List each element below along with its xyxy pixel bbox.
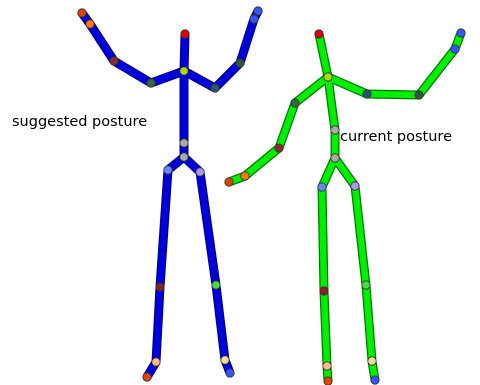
suggested-posture-figure bbox=[78, 7, 262, 381]
suggested-limb-knee_r-ankle_r bbox=[216, 285, 225, 360]
suggested-joint-elbow_r bbox=[236, 59, 244, 67]
current-joint-foot_l bbox=[324, 377, 332, 385]
current-joint-elbow_l bbox=[275, 144, 283, 152]
current-joint-hand_r bbox=[457, 29, 465, 37]
current-limb-shoulder_l-elbow_l bbox=[279, 103, 295, 148]
current-limb-shoulder_r-elbow_r bbox=[367, 94, 419, 95]
current-joint-mid bbox=[331, 126, 339, 134]
suggested-joint-head bbox=[181, 30, 189, 38]
suggested-joint-hand_l bbox=[78, 9, 86, 17]
current-posture-label: current posture bbox=[340, 130, 452, 145]
suggested-joint-hand_r bbox=[254, 7, 262, 15]
current-joint-foot_r bbox=[371, 376, 379, 384]
current-limb-pelvis-hip_r bbox=[335, 158, 355, 186]
current-joint-elbow_r bbox=[415, 91, 423, 99]
current-posture-figure bbox=[225, 29, 465, 385]
current-joint-hip_l bbox=[318, 183, 326, 191]
current-joint-hip_r bbox=[351, 182, 359, 190]
current-limb-elbow_r-wrist_r bbox=[419, 49, 455, 95]
suggested-limb-shoulder_r-elbow_r bbox=[215, 63, 240, 88]
suggested-joint-foot_l bbox=[143, 373, 151, 381]
current-limb-elbow_l-wrist_l bbox=[245, 148, 279, 176]
current-limb-head-neck bbox=[319, 34, 328, 77]
suggested-joint-knee_l bbox=[156, 283, 164, 291]
current-joint-head bbox=[315, 30, 323, 38]
suggested-limb-elbow_r-wrist_r bbox=[240, 19, 254, 63]
current-limb-hip_l-knee_l bbox=[322, 187, 324, 291]
suggested-limb-head-neck bbox=[184, 34, 185, 71]
current-joint-neck bbox=[324, 73, 332, 81]
current-joint-shoulder_l bbox=[291, 99, 299, 107]
suggested-limb-hip_r-knee_r bbox=[200, 172, 216, 285]
suggested-limb-neck-shoulder_r bbox=[184, 71, 215, 88]
suggested-joint-pelvis bbox=[180, 153, 188, 161]
current-joint-shoulder_r bbox=[363, 90, 371, 98]
suggested-limb-hip_l-knee_l bbox=[160, 170, 168, 287]
suggested-joint-wrist_r bbox=[250, 15, 258, 23]
current-joint-ankle_r bbox=[368, 357, 376, 365]
suggested-joint-mid bbox=[180, 139, 188, 147]
current-joint-knee_r bbox=[362, 281, 370, 289]
suggested-joint-shoulder_l bbox=[147, 79, 155, 87]
suggested-limb-shoulder_l-elbow_l bbox=[114, 61, 151, 83]
current-joint-knee_l bbox=[320, 287, 328, 295]
suggested-joint-elbow_l bbox=[110, 57, 118, 65]
suggested-joint-ankle_l bbox=[152, 358, 160, 366]
suggested-joint-hip_r bbox=[196, 168, 204, 176]
current-limb-neck-mid bbox=[328, 77, 335, 130]
current-limb-knee_l-ankle_l bbox=[324, 291, 327, 366]
current-joint-wrist_l bbox=[241, 172, 249, 180]
suggested-limb-knee_l-ankle_l bbox=[156, 287, 160, 362]
suggested-joint-neck bbox=[180, 67, 188, 75]
current-joint-ankle_l bbox=[323, 362, 331, 370]
suggested-joint-hip_l bbox=[164, 166, 172, 174]
current-joint-hand_l bbox=[225, 178, 233, 186]
current-joint-pelvis bbox=[331, 154, 339, 162]
current-joint-wrist_r bbox=[451, 45, 459, 53]
suggested-limb-elbow_l-wrist_l bbox=[90, 24, 114, 61]
suggested-joint-ankle_r bbox=[221, 356, 229, 364]
suggested-joint-foot_r bbox=[226, 369, 234, 377]
suggested-posture-label: suggested posture bbox=[12, 115, 147, 130]
current-limb-neck-shoulder_l bbox=[295, 77, 328, 103]
suggested-joint-shoulder_r bbox=[211, 84, 219, 92]
suggested-joint-wrist_l bbox=[86, 20, 94, 28]
suggested-joint-knee_r bbox=[212, 281, 220, 289]
